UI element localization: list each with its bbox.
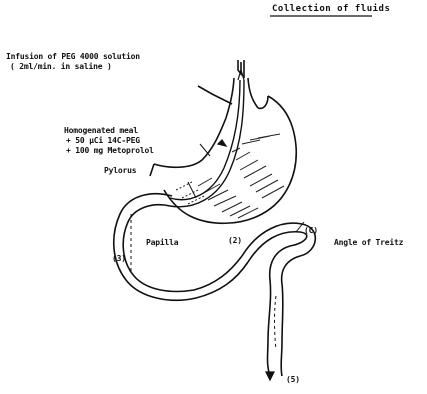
marker-5-label: (5) [286, 375, 300, 384]
figure-title: Collection of fluids [272, 4, 390, 14]
meal-label-line1: Homogenated meal [64, 126, 138, 135]
meal-label-line2: + 50 μCi 14C-PEG [66, 136, 140, 145]
esophagus [226, 78, 268, 118]
infusion-label-line2: ( 2ml/min. in saline ) [10, 62, 112, 71]
marker-3-label: (3) [112, 254, 126, 263]
infusion-label-line1: Infusion of PEG 4000 solution [6, 52, 140, 61]
meal-label-line3: + 100 mg Metoprolol [66, 146, 154, 155]
stomach [150, 96, 296, 223]
marker-2-label: (2) [228, 236, 242, 245]
marker-c-label: (C) [304, 226, 318, 235]
papilla-label: Papilla [146, 238, 178, 247]
infusion-tube [198, 60, 244, 104]
pylorus-label: Pylorus [104, 166, 136, 175]
angle-of-treitz-label: Angle of Treitz [334, 238, 403, 247]
jejunum [242, 223, 315, 376]
